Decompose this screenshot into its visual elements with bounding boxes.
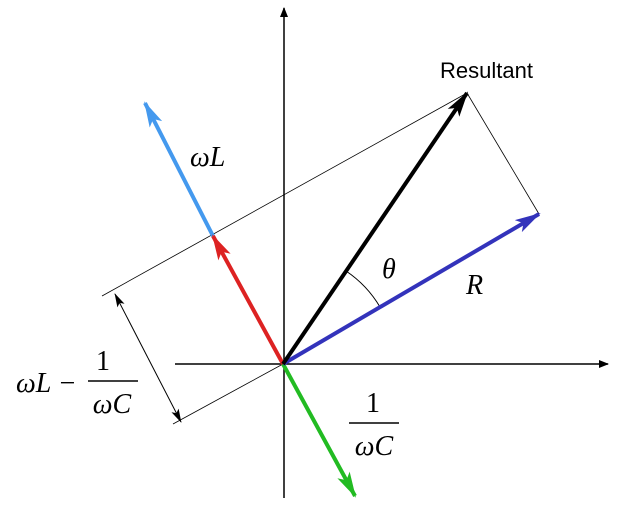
dimension-arrow [147, 357, 182, 423]
theta-arc [345, 270, 381, 308]
dimension-arrow [114, 293, 149, 359]
net-reactance-lhs: ωL − [16, 368, 77, 399]
numerator-one: 1 [366, 388, 380, 419]
resultant-label: Resultant [440, 58, 533, 83]
r-label: R [465, 270, 483, 301]
denominator-omega-c: ωC [355, 431, 394, 462]
omega-l-label: ωL [190, 142, 225, 173]
denominator-omega-c: ωC [93, 389, 132, 420]
net-reactance-phasor [211, 234, 285, 365]
capacitive-label: 1 ωC [349, 388, 399, 462]
resistance-phasor [281, 212, 541, 366]
construction-line-right [466, 92, 540, 215]
construction-line-bottom [172, 363, 284, 425]
resultant-phasor [281, 91, 469, 366]
net-reactance-label: ωL − 1 ωC [16, 346, 138, 420]
theta-label: θ [382, 254, 396, 285]
inductive-phasor [143, 101, 215, 237]
construction-line-top [101, 92, 468, 297]
numerator-one: 1 [96, 346, 110, 377]
capacitive-phasor [281, 363, 357, 498]
